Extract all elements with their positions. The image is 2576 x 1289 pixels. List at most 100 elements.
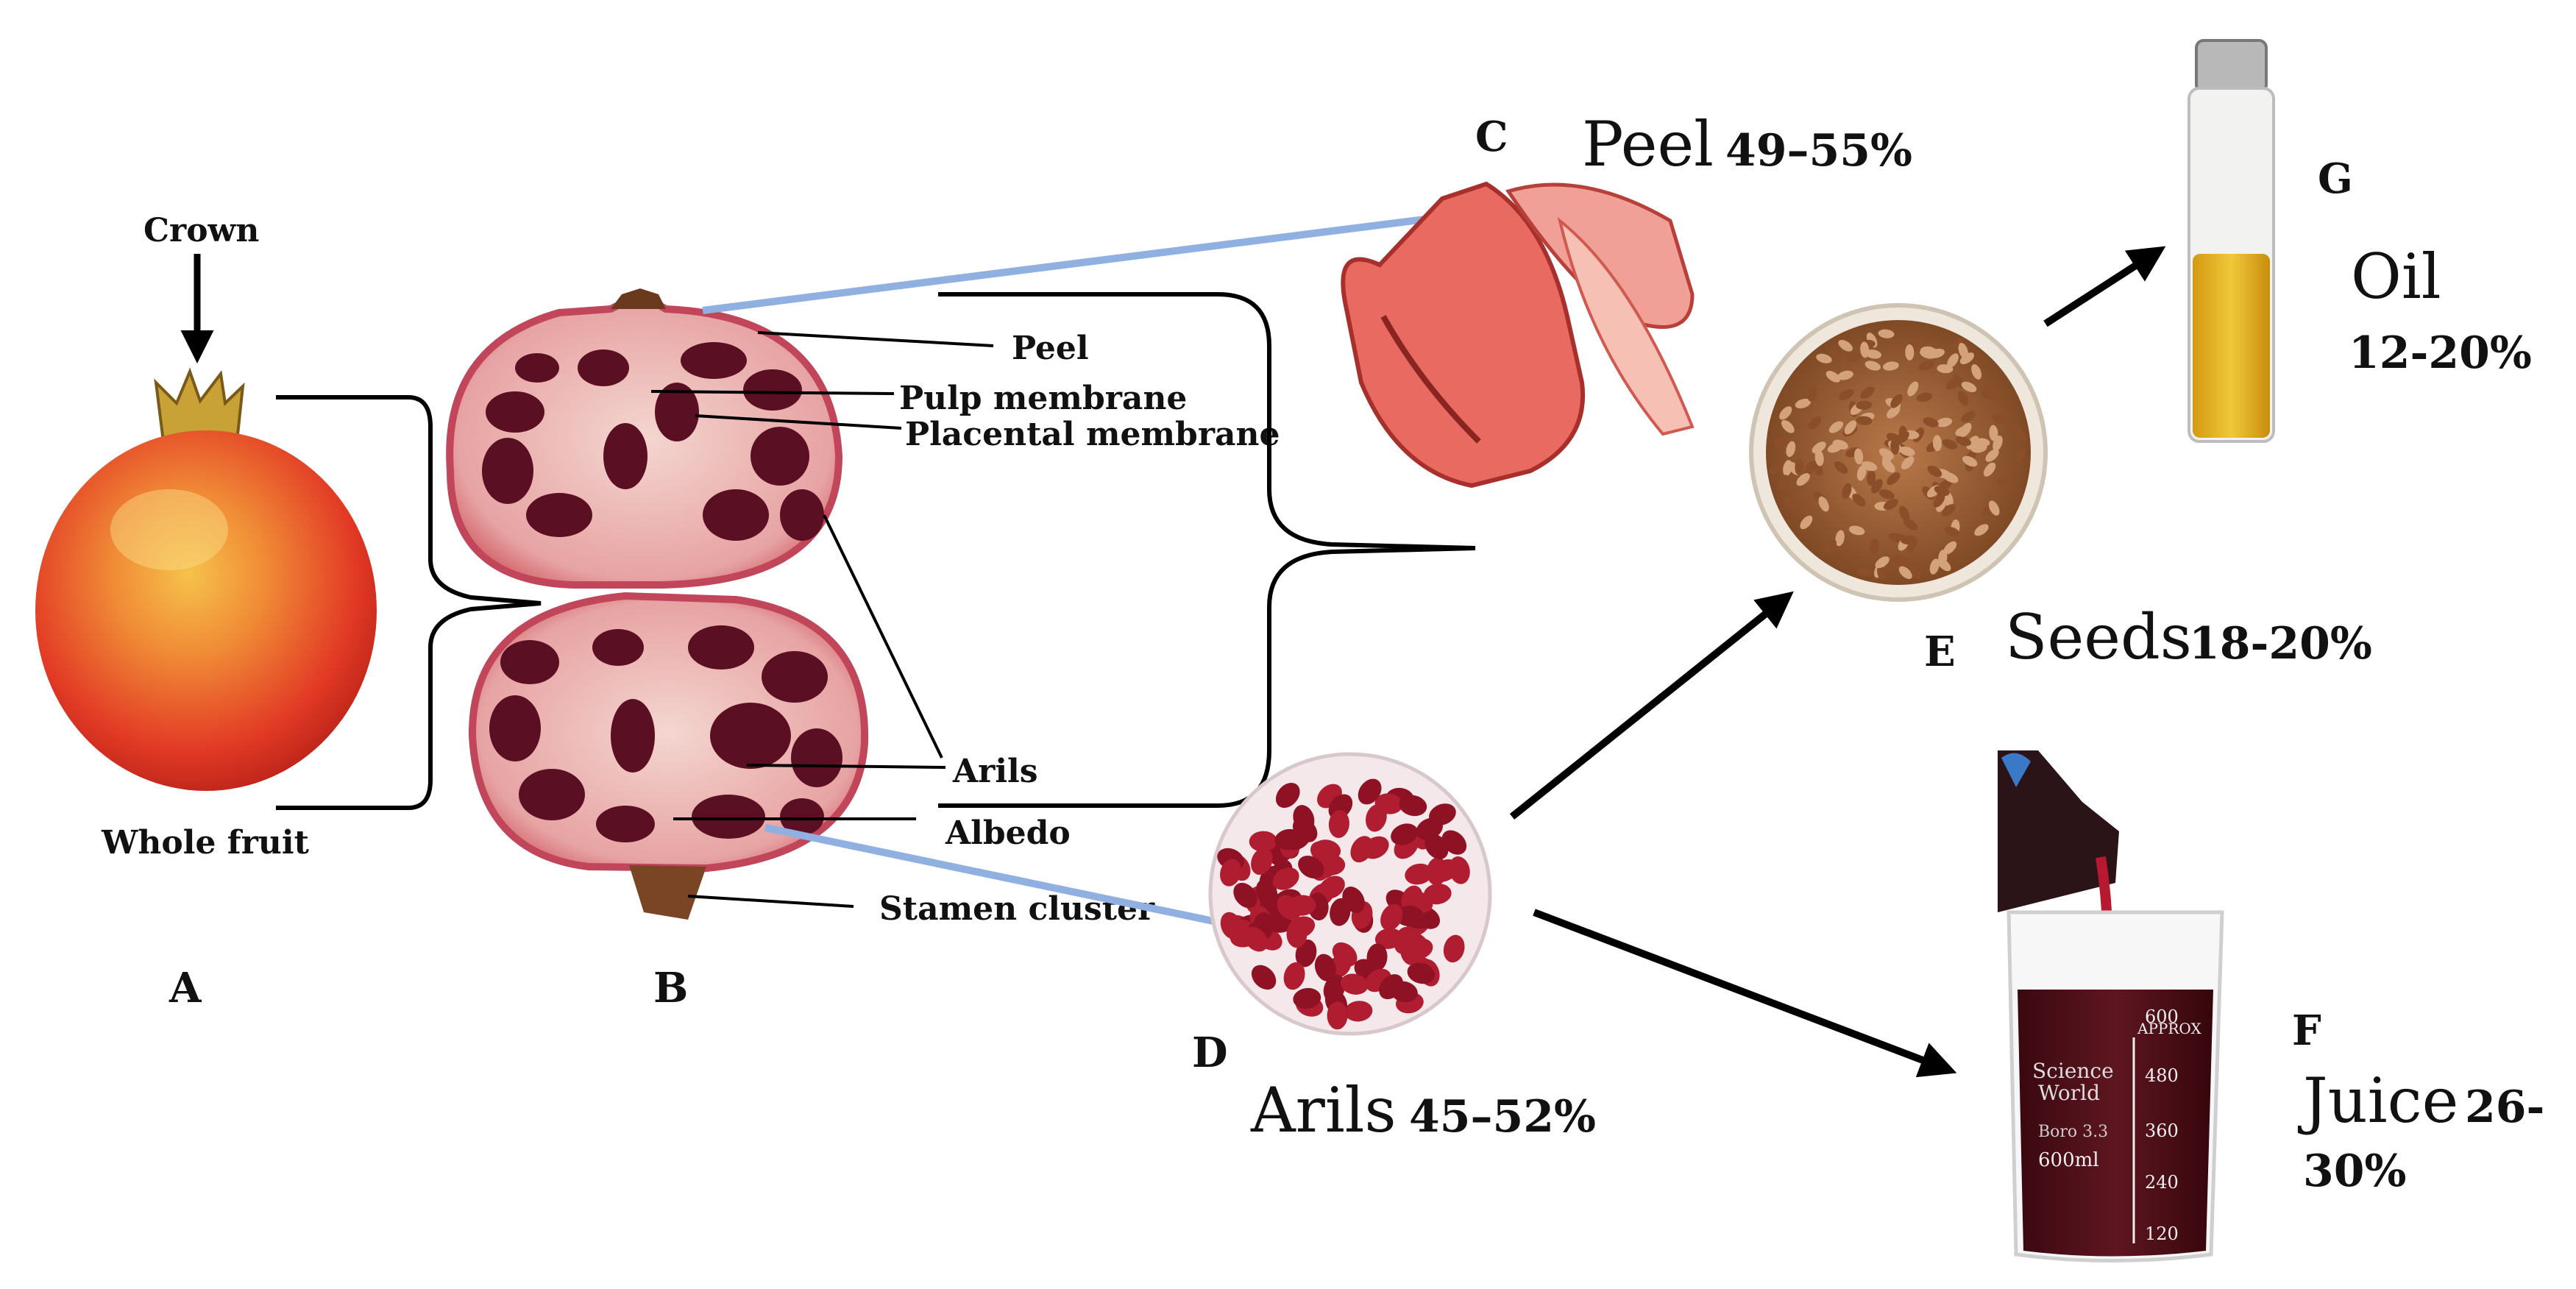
seed-dot xyxy=(1942,438,1958,450)
seed-dot xyxy=(1890,394,1903,408)
seed-dot xyxy=(1887,472,1901,486)
label-peel: Peel xyxy=(1012,330,1089,367)
whole-pomegranate-icon xyxy=(35,430,377,791)
seed-dot xyxy=(1877,564,1887,580)
oil-icon xyxy=(2193,254,2270,438)
beaker-tick-4: 240 xyxy=(2145,1172,2179,1193)
seed-dot xyxy=(2015,447,2026,464)
aril-dot xyxy=(1314,954,1336,981)
seed-dot xyxy=(1814,450,1824,466)
seed-dot xyxy=(1834,461,1848,474)
aril-dot xyxy=(1407,962,1436,984)
seed-dot xyxy=(1773,438,1789,447)
seed-dot xyxy=(1962,455,1978,467)
arrow-seeds-to-oil xyxy=(2043,246,2166,327)
aril-dot xyxy=(1327,1001,1348,1030)
seeds-pct: 18-20% xyxy=(2189,618,2372,670)
seed-dot xyxy=(1839,388,1854,400)
seed-dot xyxy=(1808,416,1822,430)
seed-dot xyxy=(1943,541,1957,555)
seed-dot xyxy=(1901,456,1915,470)
seed-dot xyxy=(1907,381,1919,397)
panel-letter-e: E xyxy=(1924,628,1956,676)
seed-dot xyxy=(1769,464,1786,475)
beaker-tick-1: 600 xyxy=(2145,1006,2179,1027)
aril-dot xyxy=(1293,987,1321,1009)
seed-dot xyxy=(1899,505,1910,522)
aril-dot xyxy=(1362,836,1389,859)
seed-dot xyxy=(1995,477,2012,486)
aril-dot xyxy=(1416,817,1443,840)
beaker-tick-3: 360 xyxy=(2145,1121,2179,1141)
seed-dot xyxy=(1955,436,1971,447)
seed-dot xyxy=(1816,353,1832,363)
seed-dot xyxy=(1933,493,1945,508)
seed-dot xyxy=(1781,419,1795,433)
seed-dot xyxy=(1864,361,1881,371)
seed-dot xyxy=(1883,499,1898,511)
label-placental-membrane: Placental membrane xyxy=(905,416,1280,453)
seed-dot xyxy=(1856,464,1867,481)
seed-dot xyxy=(1828,349,1842,363)
seed-dot xyxy=(1981,389,1996,400)
beaker-approx: APPROX xyxy=(2137,1020,2201,1037)
seed-dot xyxy=(1848,525,1865,536)
panel-letter-d: D xyxy=(1192,1029,1228,1077)
seed-dot xyxy=(1865,349,1881,359)
seed-dot xyxy=(1895,430,1909,444)
seed-dot xyxy=(1854,448,1864,465)
seed-dot xyxy=(1882,361,1899,371)
juice-pct-line2: 30% xyxy=(2303,1146,2407,1197)
seed-dot xyxy=(1795,458,1804,475)
seed-dot xyxy=(1983,462,1996,477)
seed-dot xyxy=(1937,364,1954,374)
aril-dot xyxy=(1272,867,1299,890)
seed-dot xyxy=(1971,364,1982,380)
juice-title: Juice xyxy=(2297,1065,2458,1137)
label-pulp-membrane: Pulp membrane xyxy=(899,380,1187,417)
aril-dot xyxy=(1443,934,1465,963)
seed-dot xyxy=(1856,400,1873,410)
seed-dot xyxy=(1812,441,1826,454)
seed-dot xyxy=(1867,469,1876,486)
aril-dot xyxy=(1399,795,1427,817)
juice-pct-line1: 26- xyxy=(2465,1082,2544,1133)
juice-icon xyxy=(2018,990,2213,1257)
seed-dot xyxy=(1993,414,2009,425)
panel-f: Science World Boro 3.3 600ml APPROX 600 … xyxy=(1998,750,2544,1263)
seed-dot xyxy=(1845,352,1862,363)
crown-label: Crown xyxy=(143,212,259,249)
seed-dot xyxy=(1892,555,1909,565)
seed-dot xyxy=(1966,436,1979,450)
seed-dot xyxy=(1918,360,1934,371)
whole-fruit-label: Whole fruit xyxy=(101,824,310,862)
parts-brace xyxy=(938,292,1476,808)
label-albedo: Albedo xyxy=(945,814,1071,852)
seed-dot xyxy=(1835,530,1845,547)
seed-dot xyxy=(1800,515,1813,530)
beaker-brand-1: Science xyxy=(2032,1059,2114,1083)
seed-dot xyxy=(1878,448,1894,460)
panel-e: E Seeds 18-20% xyxy=(1749,303,2372,676)
aril-dot xyxy=(1251,965,1277,990)
seed-dot xyxy=(1929,558,1940,575)
seed-dot xyxy=(1870,539,1879,555)
seed-dot xyxy=(1875,556,1890,569)
seed-dot xyxy=(1777,475,1789,490)
seed-dot xyxy=(1974,524,1989,536)
seed-dot xyxy=(1905,344,1915,361)
seed-dot xyxy=(1878,489,1895,500)
aril-dot xyxy=(1424,834,1449,859)
label-stamen-cluster: Stamen cluster xyxy=(879,890,1155,928)
seed-dot xyxy=(1860,386,1875,399)
arrow-arils-to-seeds xyxy=(1509,591,1794,820)
aril-dot xyxy=(1220,859,1241,887)
seed-dot xyxy=(1796,473,1810,486)
arils-pct: 45–52% xyxy=(1409,1091,1596,1143)
arrow-arils-to-juice xyxy=(1533,909,1957,1078)
panel-letter-c: C xyxy=(1475,113,1508,161)
aril-dot xyxy=(1233,882,1257,909)
seed-dot xyxy=(1944,526,1960,537)
seed-dot xyxy=(1783,460,1792,476)
seed-dot xyxy=(1786,441,1796,458)
